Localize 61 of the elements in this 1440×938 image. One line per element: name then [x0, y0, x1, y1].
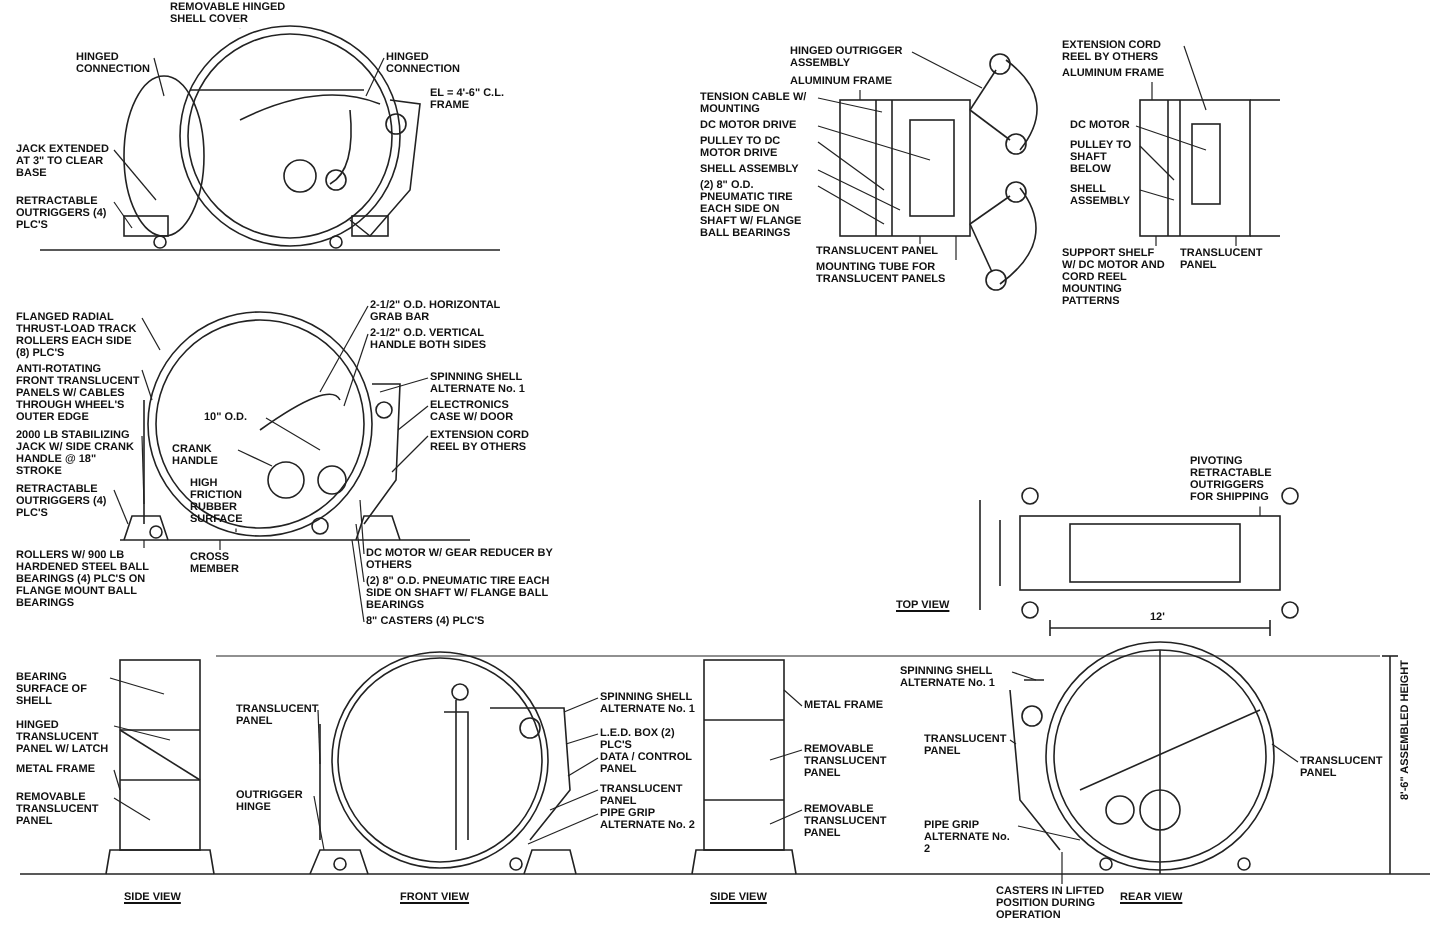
- side-view-drawing: [105, 659, 215, 875]
- leader-line: [141, 317, 161, 351]
- leader-line: [1155, 235, 1157, 247]
- leader-line: [567, 757, 599, 777]
- leader-line: [1235, 235, 1237, 247]
- leader-line: [113, 489, 129, 525]
- leader-line: [817, 125, 931, 161]
- leader-line: [1017, 825, 1081, 841]
- leader-line: [313, 795, 325, 851]
- leader-line: [955, 235, 957, 261]
- leader-line: [391, 435, 429, 473]
- leader-line: [219, 539, 221, 551]
- leader-line: [359, 499, 365, 555]
- leader-line: [1011, 671, 1037, 681]
- leader-line: [859, 89, 861, 101]
- leader-line: [817, 141, 885, 191]
- leader-line: [355, 523, 365, 583]
- leader-line: [1151, 81, 1153, 101]
- leader-line: [397, 405, 429, 431]
- leader-line: [141, 435, 145, 505]
- leader-line: [565, 733, 599, 745]
- leader-line: [351, 539, 365, 623]
- leader-line: [817, 97, 883, 113]
- leader-line: [319, 305, 369, 393]
- leader-line: [919, 235, 921, 245]
- leader-line: [549, 789, 599, 811]
- leader-line: [769, 749, 803, 761]
- leader-line: [317, 709, 321, 765]
- leader-line: [527, 813, 599, 845]
- leader-line: [911, 51, 983, 89]
- leader-line: [1259, 505, 1261, 517]
- leader-line: [143, 539, 145, 549]
- leader-line: [1139, 189, 1175, 201]
- top-view-drawing: [979, 487, 1299, 619]
- leader-line: [237, 449, 273, 467]
- leader-line: [343, 333, 369, 407]
- leader-line: [113, 201, 133, 229]
- leader-line: [1009, 739, 1017, 745]
- leader-line: [769, 809, 803, 825]
- leader-line: [141, 369, 153, 401]
- leader-line: [113, 725, 171, 741]
- motor-plan-view-drawing: [1139, 99, 1281, 237]
- leader-line: [113, 769, 121, 791]
- leader-line: [817, 185, 885, 225]
- leader-line: [1271, 743, 1299, 763]
- leader-line: [235, 527, 237, 533]
- leader-line: [1061, 851, 1063, 885]
- leader-line: [1183, 45, 1207, 111]
- leader-line: [1135, 125, 1207, 151]
- leader-line: [1139, 145, 1175, 181]
- leader-line: [113, 797, 151, 821]
- leader-line: [153, 57, 165, 97]
- leader-line: [113, 149, 157, 201]
- leader-line: [265, 417, 321, 451]
- leader-line: [817, 169, 901, 211]
- leader-line: [563, 697, 599, 713]
- rear-view-drawing: [1009, 641, 1275, 875]
- leader-line: [365, 57, 385, 97]
- leader-line: [379, 377, 429, 393]
- leader-line: [783, 689, 803, 707]
- side-view-drawing: [691, 659, 797, 875]
